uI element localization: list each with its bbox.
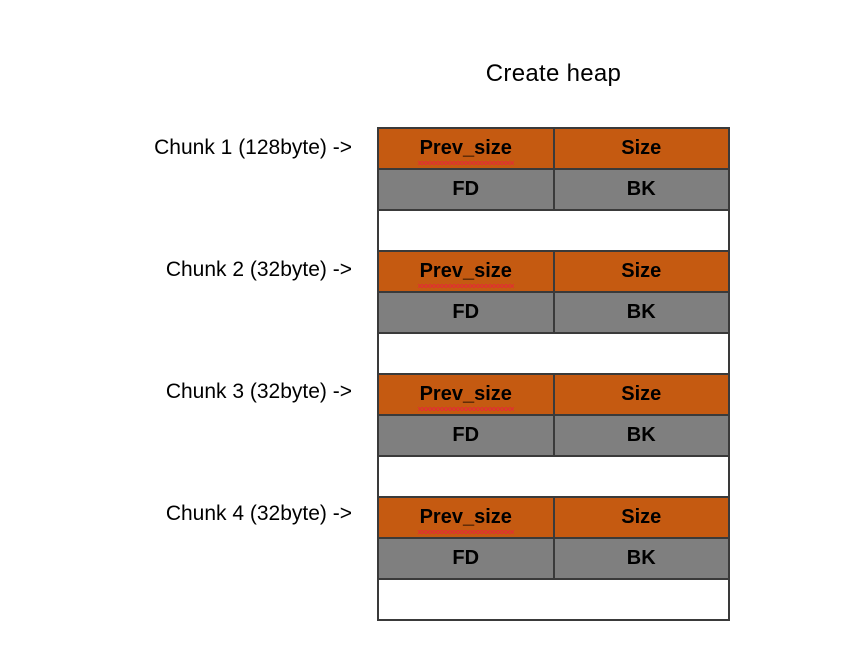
cell-prev-size: Prev_size [379,375,555,416]
prev-size-label: Prev_size [417,506,515,534]
chunk-data-row [379,457,730,498]
cell-size: Size [554,375,730,416]
cell-prev-size: Prev_size [379,498,555,539]
chunk-label-column: Chunk 1 (128byte) -> Chunk 2 (32byte) ->… [0,127,357,615]
chunk-header-row: Prev_size Size [379,252,730,293]
chunk-label-slot: Chunk 3 (32byte) -> [0,371,357,493]
cell-bk: BK [554,170,730,211]
chunk-label-3: Chunk 3 (32byte) -> [165,380,352,403]
cell-fd: FD [379,170,555,211]
cell-bk: BK [554,416,730,457]
prev-size-label: Prev_size [417,260,515,288]
chunk-block-1: Prev_size Size FD BK [379,129,730,252]
chunk-header-row: Prev_size Size [379,498,730,539]
cell-prev-size: Prev_size [379,129,555,170]
cell-size: Size [554,498,730,539]
chunk-data-row [379,580,730,621]
cell-fd: FD [379,293,555,334]
cell-chunk-data [379,457,730,498]
cell-chunk-data [379,580,730,621]
cell-fd: FD [379,539,555,580]
chunk-pointer-row: FD BK [379,539,730,580]
chunk-block-4: Prev_size Size FD BK [379,498,730,621]
prev-size-label: Prev_size [417,383,515,411]
chunk-label-slot: Chunk 2 (32byte) -> [0,249,357,371]
chunk-block-2: Prev_size Size FD BK [379,252,730,375]
cell-bk: BK [554,539,730,580]
chunk-header-row: Prev_size Size [379,375,730,416]
heap-layout-table: Prev_size Size FD BK Prev_size Size FD B… [377,127,730,621]
chunk-pointer-row: FD BK [379,416,730,457]
cell-size: Size [554,129,730,170]
page-title: Create heap [485,60,622,87]
cell-size: Size [554,252,730,293]
chunk-pointer-row: FD BK [379,293,730,334]
cell-bk: BK [554,293,730,334]
cell-chunk-data [379,334,730,375]
chunk-label-1: Chunk 1 (128byte) -> [154,136,352,159]
chunk-label-4: Chunk 4 (32byte) -> [165,502,352,525]
cell-chunk-data [379,211,730,252]
chunk-label-slot: Chunk 4 (32byte) -> [0,493,357,615]
cell-fd: FD [379,416,555,457]
chunk-pointer-row: FD BK [379,170,730,211]
chunk-label-slot: Chunk 1 (128byte) -> [0,127,357,249]
chunk-block-3: Prev_size Size FD BK [379,375,730,498]
chunk-label-2: Chunk 2 (32byte) -> [165,258,352,281]
prev-size-label: Prev_size [417,137,515,165]
chunk-data-row [379,211,730,252]
cell-prev-size: Prev_size [379,252,555,293]
chunk-header-row: Prev_size Size [379,129,730,170]
chunk-data-row [379,334,730,375]
